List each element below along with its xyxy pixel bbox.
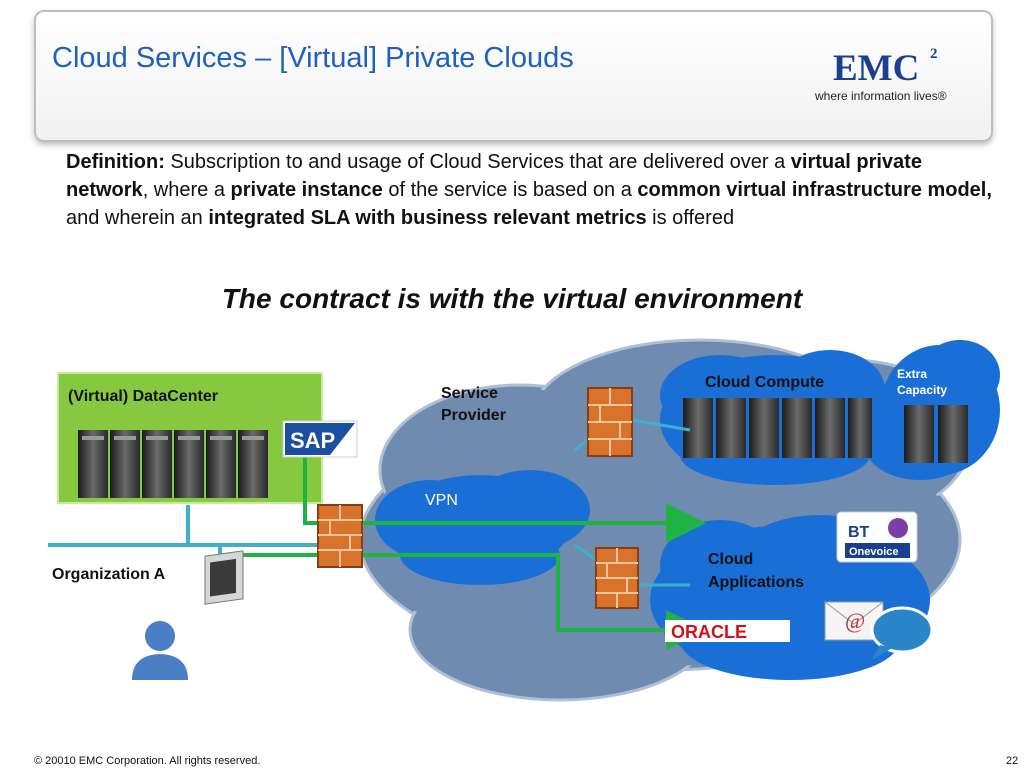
emc-logo-superscript: 2	[930, 46, 938, 62]
sap-logo: SAP	[282, 420, 358, 458]
emc-logo: EMC	[833, 48, 920, 89]
bt-onevoice-text: Onevoice	[849, 546, 899, 558]
cloud-diagram: SAP ORACLE BT Onevoice @	[48, 338, 1000, 702]
oracle-logo: ORACLE	[665, 620, 790, 642]
extra-capacity-servers	[904, 405, 968, 463]
cloud-compute-label: Cloud Compute	[705, 374, 825, 391]
service-provider-label: Service Provider	[441, 385, 506, 424]
title-bar	[34, 10, 993, 142]
definition-emphasis: integrated SLA with business relevant me…	[208, 207, 647, 229]
extra-capacity-label: Extra Capacity	[897, 367, 948, 397]
emc-logo-tagline: where information lives®	[815, 89, 947, 103]
page-number: 22	[1006, 755, 1019, 767]
firewall-icon	[317, 504, 363, 568]
vpn-label: VPN	[425, 492, 458, 509]
cloud-compute-servers	[683, 398, 872, 458]
bt-onevoice-logo: BT Onevoice	[836, 511, 918, 563]
chat-bubble-icon	[870, 606, 934, 660]
definition-emphasis: common virtual infrastructure model,	[637, 179, 992, 201]
cloud-applications-label: Cloud Applications	[708, 551, 805, 591]
definition-emphasis: virtual private network	[66, 151, 922, 201]
datacenter-servers	[78, 430, 268, 498]
oracle-logo-text: ORACLE	[671, 622, 747, 642]
definition-label: Definition:	[66, 151, 165, 173]
firewall-icon	[587, 387, 633, 457]
contract-statement: The contract is with the virtual environ…	[221, 283, 803, 314]
firewall-icon	[595, 547, 639, 609]
footer-copyright: © 20010 EMC Corporation. All rights rese…	[34, 755, 261, 767]
user-icon	[132, 621, 188, 680]
organization-label: Organization A	[52, 566, 166, 583]
definition-emphasis: private instance	[230, 179, 383, 201]
definition-part: , where a	[142, 179, 231, 201]
definition-part: Subscription to and usage of Cloud Servi…	[164, 151, 791, 173]
sap-logo-text: SAP	[290, 428, 335, 453]
slide-title: Cloud Services – [Virtual] Private Cloud…	[52, 42, 574, 74]
definition-part: and wherein an	[66, 207, 209, 229]
definition-text: Definition: Subscription to and usage of…	[66, 148, 996, 232]
definition-part: of the service is based on a	[382, 179, 638, 201]
bt-logo-text: BT	[848, 524, 870, 541]
email-symbol: @	[845, 608, 865, 633]
datacenter-label: (Virtual) DataCenter	[68, 388, 218, 405]
computer-icon	[204, 550, 244, 605]
definition-part: is offered	[646, 207, 735, 229]
